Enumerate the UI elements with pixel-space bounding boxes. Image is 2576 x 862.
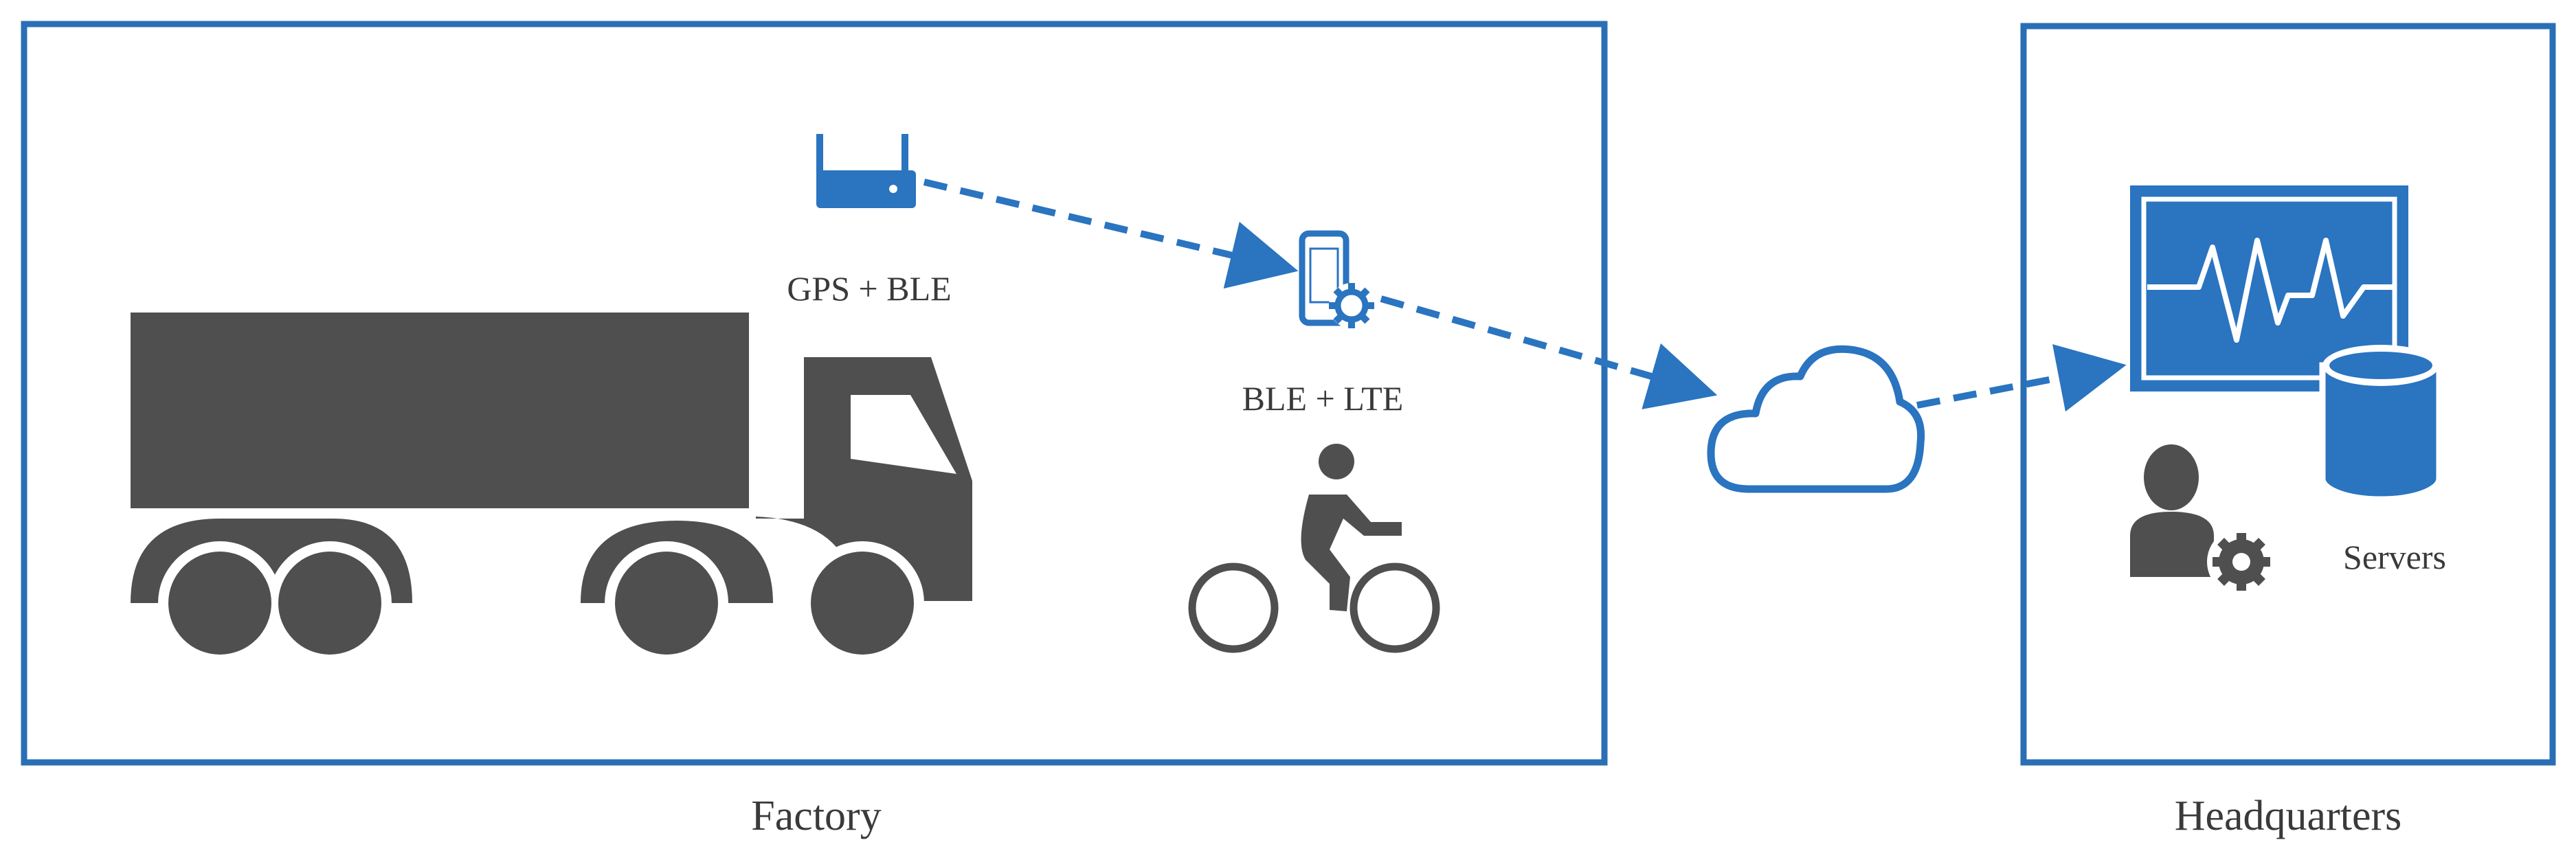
router-to-phone-link <box>923 179 1299 289</box>
database-icon <box>2319 345 2443 503</box>
cyclist-icon <box>1188 444 1440 653</box>
factory-label: Factory <box>751 793 882 839</box>
smartphone-gear-icon <box>1299 230 1374 328</box>
truck-icon <box>131 313 972 665</box>
truck-wheel <box>278 552 381 655</box>
gps-ble-label: GPS + BLE <box>787 269 952 308</box>
servers-label: Servers <box>2343 538 2446 576</box>
ble-lte-label: BLE + LTE <box>1242 379 1404 418</box>
truck-trailer <box>131 313 749 508</box>
truck-wheel <box>615 552 718 655</box>
connection-lines <box>923 179 2127 412</box>
headquarters-label: Headquarters <box>2174 793 2402 839</box>
router-icon <box>816 134 916 208</box>
truck-window <box>851 395 956 474</box>
user-gear-icon <box>2130 444 2276 596</box>
phone-to-cloud-link <box>1380 295 1718 409</box>
truck-wheel <box>811 552 914 655</box>
truck-wheel <box>168 552 271 655</box>
headquarters-frame <box>2020 23 2556 766</box>
factory-frame <box>21 21 1608 766</box>
cloud-icon <box>1707 345 1925 493</box>
cloud-to-headquarters-link <box>1916 344 2127 412</box>
